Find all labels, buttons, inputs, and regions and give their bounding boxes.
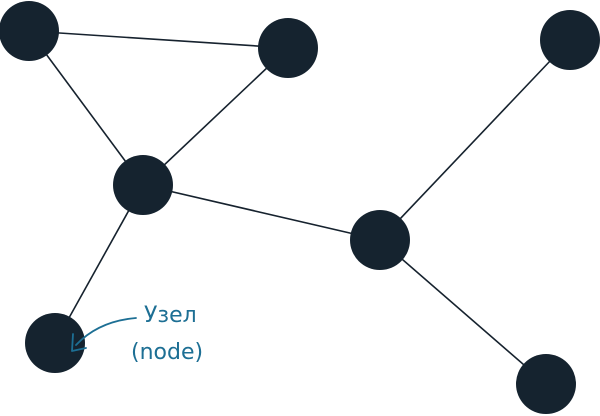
- annotation-arrow: [75, 317, 137, 346]
- edges-layer: [28, 30, 571, 385]
- node-n4: [113, 155, 173, 215]
- node-n1: [0, 1, 59, 61]
- node-n3: [540, 10, 600, 70]
- node-n8: [516, 354, 576, 414]
- edge-n2-n4: [142, 47, 289, 186]
- edge-n4-n7: [54, 184, 144, 344]
- annotation-arrow-head: [71, 333, 87, 352]
- edge-n5-n3: [379, 39, 571, 241]
- node-n7: [25, 313, 85, 373]
- node-n5: [350, 210, 410, 270]
- edge-n1-n2: [28, 30, 289, 49]
- annotation-label-line2: (node): [131, 340, 203, 365]
- edge-n4-n5: [142, 184, 381, 241]
- node-annotation: Узел (node): [71, 303, 203, 365]
- node-n2: [258, 18, 318, 78]
- edge-n5-n8: [379, 239, 547, 385]
- edge-n1-n4: [28, 30, 144, 186]
- annotation-label-line1: Узел: [144, 303, 197, 328]
